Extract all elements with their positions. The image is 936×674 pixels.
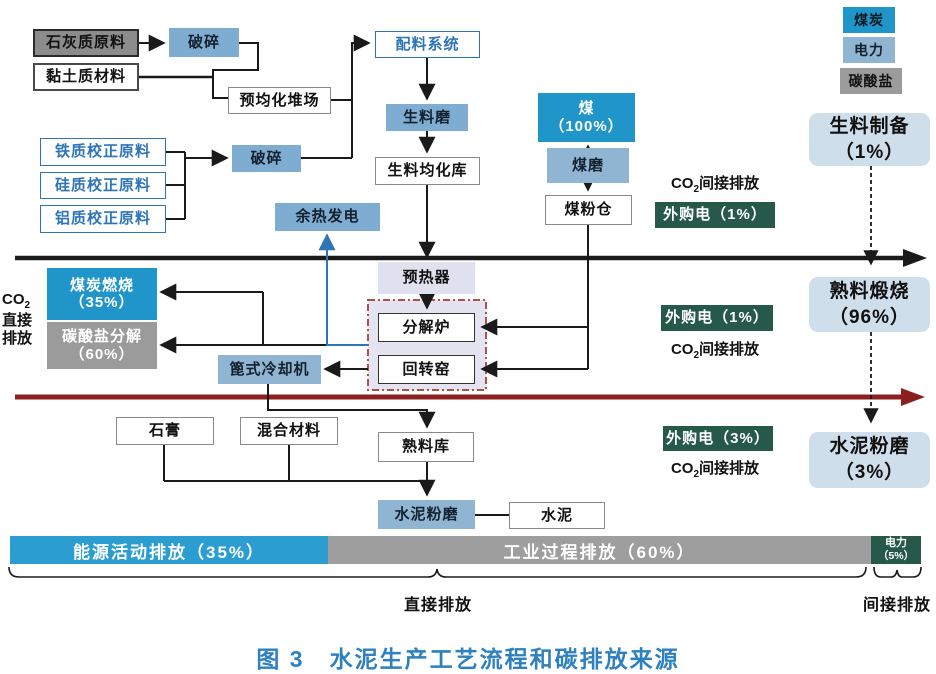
- figure-caption: 图 3 水泥生产工艺流程和碳排放来源: [256, 646, 680, 672]
- stage-clinker-calcination: 熟料煅烧（96%）: [809, 277, 930, 332]
- purchased-power-badge-1: 外购电（1%）: [655, 202, 775, 228]
- co2-indirect-label-2: CO2间接排放: [670, 341, 760, 361]
- box-coal-powder-bin: 煤粉仓: [545, 195, 632, 225]
- co2-indirect-label-3: CO2间接排放: [670, 460, 760, 480]
- legend-coal: 煤炭: [843, 7, 895, 33]
- box-gypsum: 石膏: [116, 417, 214, 445]
- box-preblending-yard: 预均化堆场: [228, 87, 331, 114]
- box-cement-mill: 水泥粉磨: [378, 500, 475, 529]
- bar-industrial-process-emissions: 工业过程排放（60%）: [328, 536, 871, 564]
- direct-emissions-label: 直接排放: [403, 597, 472, 614]
- box-coal-burning-35pct: 煤炭燃烧（35%）: [47, 268, 157, 320]
- bar-energy-activity-emissions: 能源活动排放（35%）: [10, 536, 328, 564]
- box-raw-mill: 生料磨: [386, 104, 468, 131]
- purchased-power-badge-2: 外购电（1%）: [661, 305, 773, 331]
- bar-power-emissions: 电力（5%）: [871, 536, 921, 564]
- box-carbonate-decomposition-60pct: 碳酸盐分解（60%）: [47, 322, 157, 369]
- indirect-emissions-brace: [873, 566, 922, 578]
- box-grate-cooler: 篦式冷却机: [218, 355, 321, 384]
- box-crushing-2: 破碎: [232, 145, 301, 172]
- co2-indirect-label-1: CO2间接排放: [670, 175, 760, 195]
- box-silica-corrective: 硅质校正原料: [40, 172, 166, 199]
- box-rotary-kiln: 回转窑: [378, 355, 475, 384]
- box-iron-corrective: 铁质校正原料: [40, 138, 166, 166]
- legend-power: 电力: [843, 37, 895, 63]
- waste-heat-blue-connector: [318, 233, 368, 346]
- legend-carbonate: 碳酸盐: [840, 68, 902, 94]
- box-calciner: 分解炉: [378, 313, 475, 342]
- box-crushing-1: 破碎: [169, 28, 239, 57]
- box-blend-materials: 混合材料: [240, 417, 338, 445]
- box-batching-system: 配料系统: [375, 31, 480, 58]
- indirect-emissions-label: 间接排放: [862, 597, 931, 614]
- box-alumina-corrective: 铝质校正原料: [40, 205, 166, 233]
- purchased-power-badge-3: 外购电（3%）: [663, 426, 773, 451]
- stage-raw-meal-preparation: 生料制备（1%）: [809, 113, 930, 166]
- box-limestone-raw-material: 石灰质原料: [33, 29, 139, 57]
- box-preheater: 预热器: [378, 262, 475, 294]
- braces: [8, 566, 922, 578]
- box-coal-mill: 煤磨: [547, 148, 629, 183]
- box-clay-material: 黏土质材料: [33, 63, 139, 91]
- red-axis-line: [15, 388, 925, 406]
- box-clinker-silo: 熟料库: [378, 432, 474, 462]
- black-axis-line: [15, 249, 927, 267]
- box-cement: 水泥: [509, 502, 605, 529]
- direct-emissions-brace: [8, 566, 867, 578]
- box-raw-meal-silo: 生料均化库: [375, 157, 480, 185]
- box-coal-100pct: 煤（100%）: [538, 93, 635, 142]
- stage-cement-grinding: 水泥粉磨（3%）: [809, 432, 930, 488]
- box-waste-heat-power: 余热发电: [275, 203, 380, 231]
- co2-direct-emission-label: CO2 直接 排放: [2, 291, 33, 347]
